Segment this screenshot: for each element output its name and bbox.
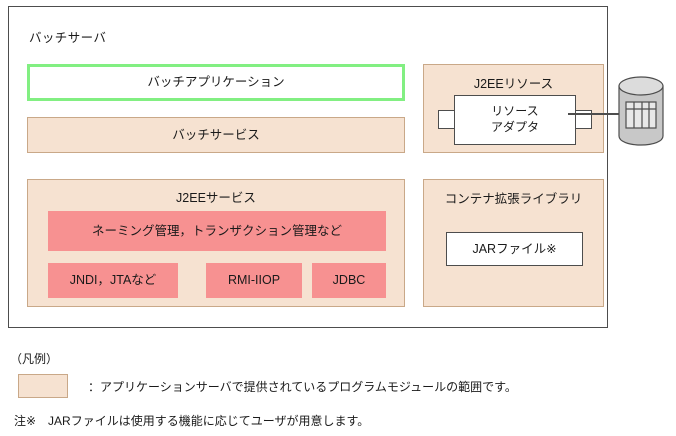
jar-file-box: JARファイル※ [446, 232, 583, 266]
footnote-note: 注※ JARファイルは使用する機能に応じてユーザが用意します。 [14, 414, 370, 428]
j2ee-service-title: J2EEサービス [176, 191, 256, 205]
j2ee-service-container: J2EEサービス ネーミング管理，トランザクション管理など JNDI，JTAなど… [27, 179, 405, 307]
batch-server-title: バッチサーバ [29, 31, 107, 45]
database-cylinder-icon [618, 76, 664, 146]
resource-adapter-body [454, 95, 576, 145]
batch-server-frame: バッチサーバ バッチアプリケーション バッチサービス J2EEサービス ネーミン… [8, 6, 608, 328]
resource-adapter-box: リソース アダプタ [438, 95, 592, 145]
rmi-iiop-box: RMI-IIOP [206, 263, 302, 298]
batch-service-box: バッチサービス [27, 117, 405, 153]
batch-application-box: バッチアプリケーション [27, 64, 405, 101]
container-extension-library: コンテナ拡張ライブラリ JARファイル※ [423, 179, 604, 307]
container-extension-library-title: コンテナ拡張ライブラリ [444, 192, 583, 206]
legend-color-swatch [18, 374, 68, 398]
legend-title: （凡例） [10, 352, 59, 366]
jdbc-box: JDBC [312, 263, 386, 298]
j2ee-resource-title: J2EEリソース [473, 77, 554, 91]
naming-transaction-box: ネーミング管理，トランザクション管理など [48, 211, 386, 251]
legend-description: ：アプリケーションサーバで提供されているプログラムモジュールの範囲です。 [88, 380, 517, 394]
resource-adapter-database-connector [568, 113, 620, 115]
resource-adapter-left-tab [438, 110, 456, 129]
resource-adapter-label: リソース アダプタ [490, 104, 539, 134]
jndi-jta-box: JNDI，JTAなど [48, 263, 178, 298]
j2ee-resource-container: J2EEリソース リソース アダプタ [423, 64, 604, 153]
